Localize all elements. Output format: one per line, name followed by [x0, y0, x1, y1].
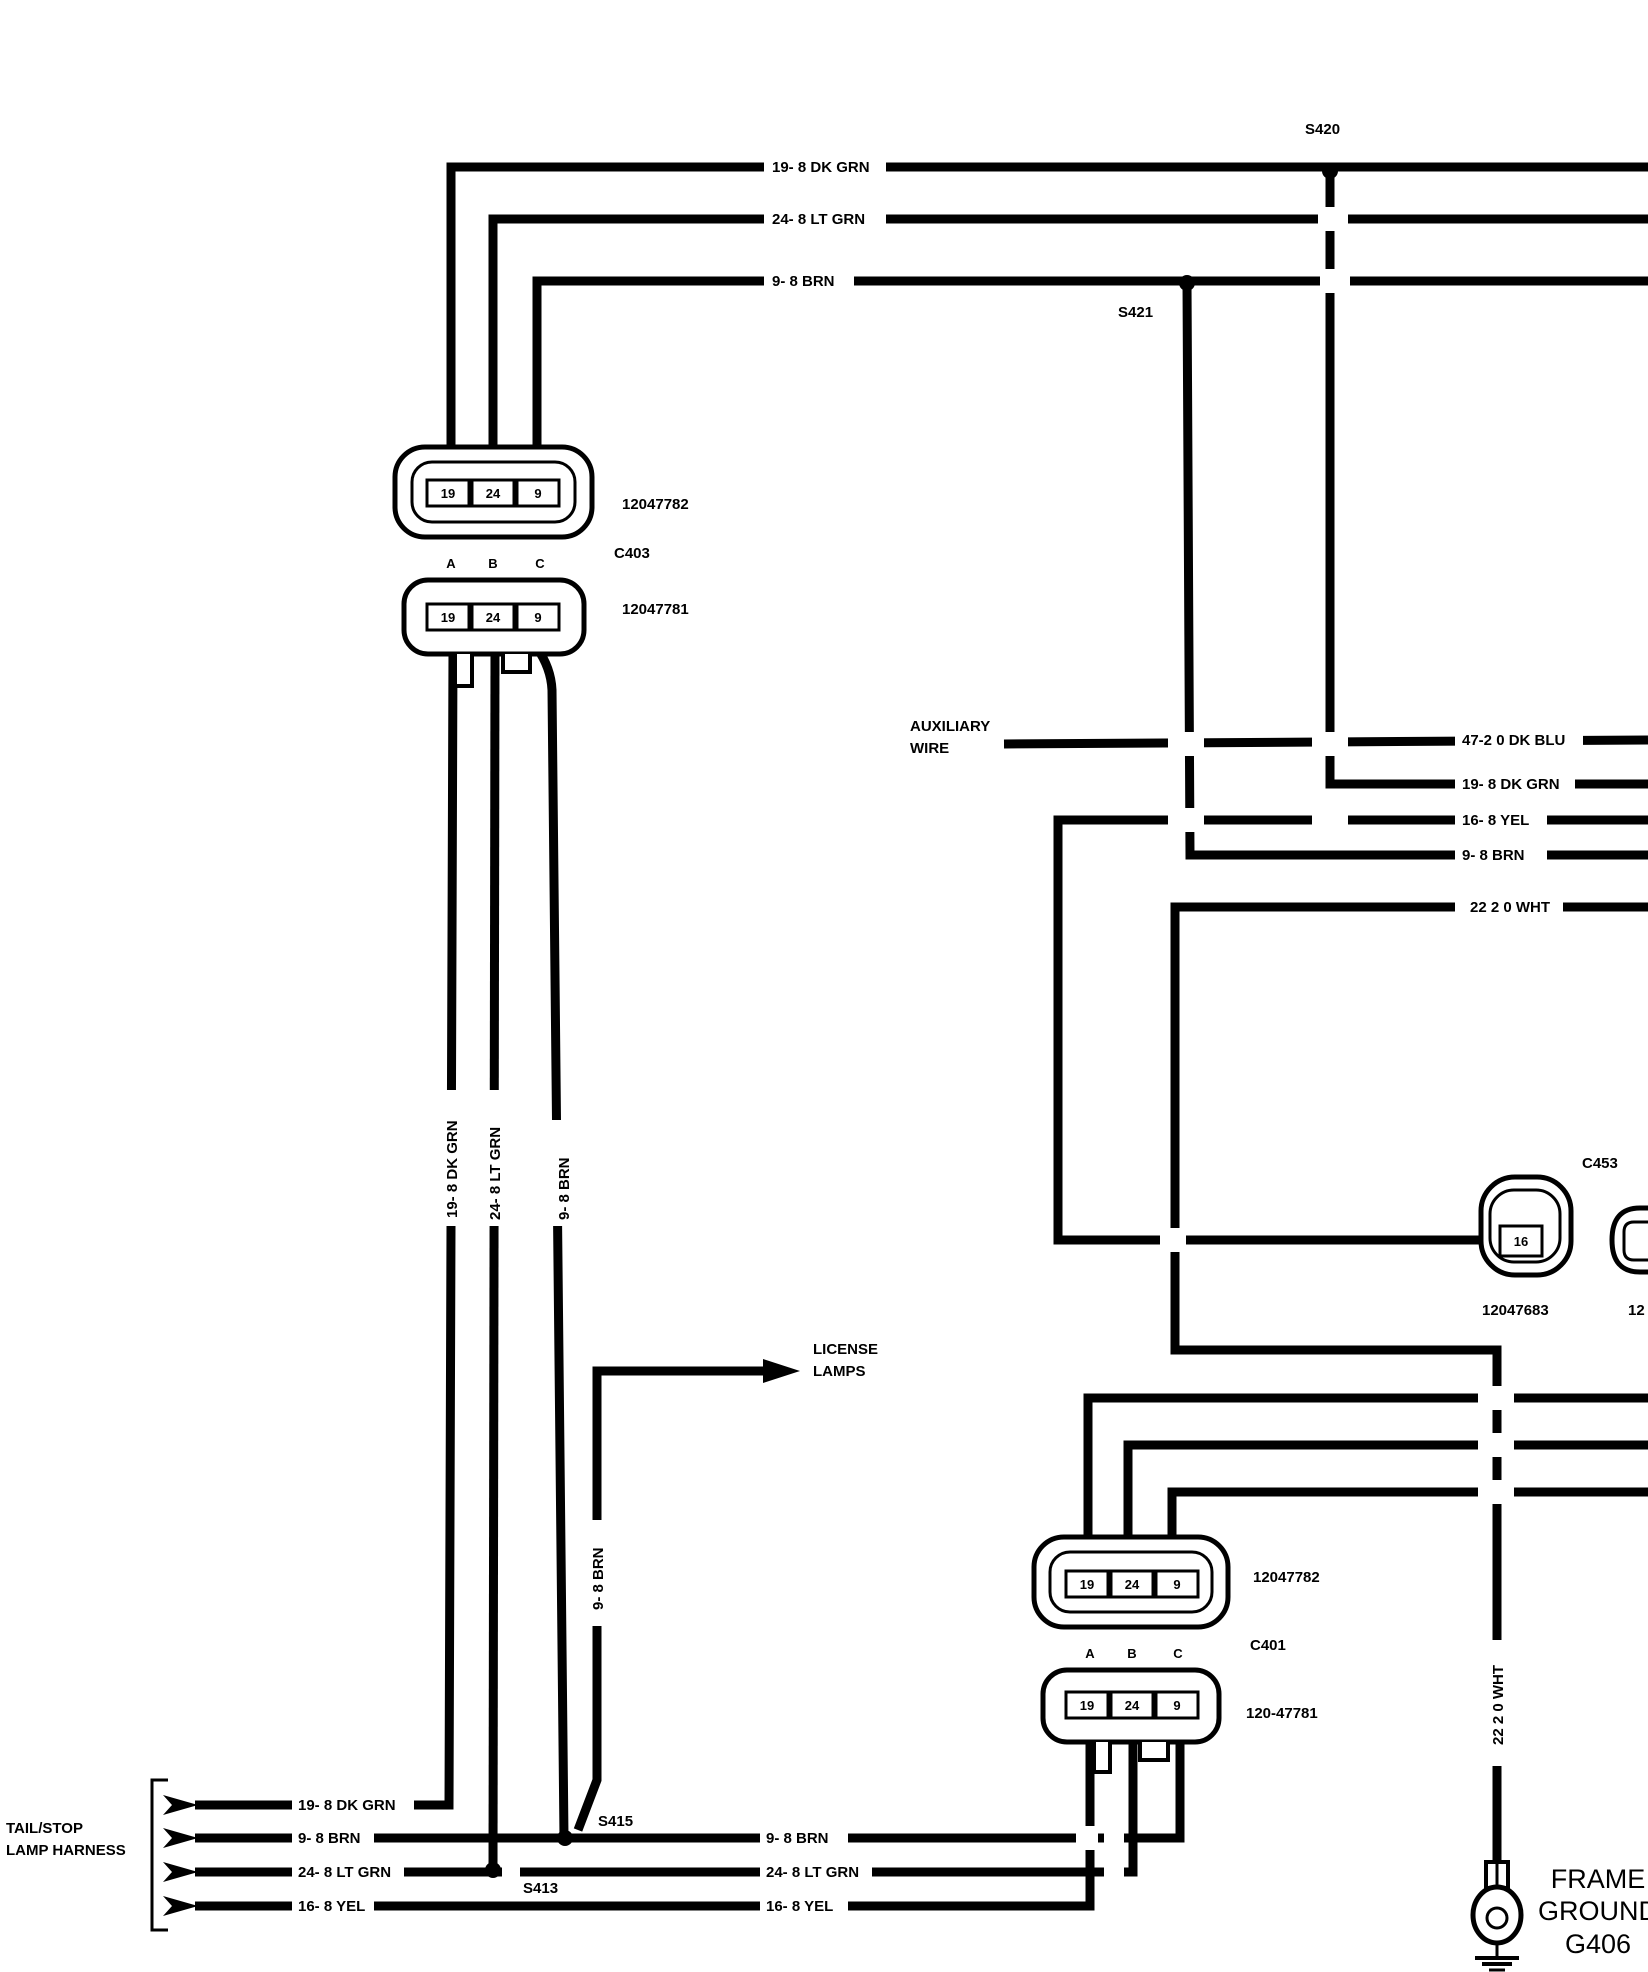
wire-label-vert-3: 9- 8 BRN [556, 1157, 573, 1220]
c403-upper-pin-b: 24 [486, 486, 501, 501]
connector-c453: 16 C453 12047683 12 [1478, 1155, 1648, 1319]
harness-wire-label-1: 19- 8 DK GRN [298, 1797, 396, 1814]
c401-upper-pin-c: 9 [1173, 1577, 1180, 1592]
wire-19-dk-grn-top [446, 162, 1648, 460]
c403-upper-part: 12047782 [622, 496, 689, 513]
wire-label-ground-vert: 22 2 0 WHT [1490, 1665, 1507, 1745]
auxiliary-wire-line-1: AUXILIARY [910, 718, 990, 735]
wire-label-vert-1: 19- 8 DK GRN [444, 1120, 461, 1218]
c401-cavity-b: B [1127, 1646, 1136, 1661]
wires [195, 162, 1648, 1911]
wire-label-bottom-1: 9- 8 BRN [766, 1830, 829, 1847]
harness-wire-label-2: 9- 8 BRN [298, 1830, 361, 1847]
wire-19-dk-grn-s420-drop [1325, 170, 1648, 789]
wire-22-wht [1170, 902, 1648, 1862]
wire-19-c401-top [1083, 1393, 1648, 1572]
harness-arrow-icon [163, 1862, 198, 1882]
wire-label-license-vert: 9- 8 BRN [590, 1547, 607, 1610]
splice-dots [485, 163, 1338, 1878]
c403-id: C403 [614, 545, 650, 562]
label-backgrounds [292, 150, 1583, 1918]
wire-9-c401-top [1167, 1487, 1648, 1572]
wire-label-top-3: 9- 8 BRN [772, 273, 835, 290]
wire-9-brn-top [532, 276, 1648, 460]
c403-cavity-a: A [446, 556, 456, 571]
c401-cavity-c: C [1173, 1646, 1183, 1661]
splice-s415-label: S415 [598, 1813, 633, 1830]
c403-upper-pin-a: 19 [441, 486, 455, 501]
connector-c403: 19 24 9 19 24 9 A B C C403 12047782 1204… [392, 444, 689, 688]
license-lamps-line-1: LICENSE [813, 1341, 878, 1358]
harness-arrows [163, 1795, 198, 1916]
wire-label-right-1: 47-2 0 DK BLU [1462, 732, 1565, 749]
wire-9-brn-harness [195, 1737, 1185, 1843]
splice-s420-dot [1322, 163, 1338, 179]
labels: S420 S421 S415 S413 19- 8 DK GRN 24- 8 L… [6, 121, 1565, 1915]
splice-s421-dot [1179, 275, 1195, 291]
wire-24-lt-grn-left [488, 647, 500, 1873]
harness-arrow-icon [163, 1828, 198, 1848]
harness-title-line-2: LAMP HARNESS [6, 1842, 126, 1859]
c401-id: C401 [1250, 1637, 1286, 1654]
wire-label-right-4: 9- 8 BRN [1462, 847, 1525, 864]
c403-cavity-b: B [488, 556, 497, 571]
c401-upper-part: 12047782 [1253, 1569, 1320, 1586]
c401-upper-pin-a: 19 [1080, 1577, 1094, 1592]
wire-9-brn-left [533, 645, 569, 1839]
splice-s415-dot [557, 1830, 573, 1846]
c401-lower-part: 120-47781 [1246, 1705, 1318, 1722]
wire-label-bottom-3: 16- 8 YEL [766, 1898, 833, 1915]
splice-s420-label: S420 [1305, 121, 1340, 138]
license-lamps-line-2: LAMPS [813, 1363, 866, 1380]
auxiliary-wire-line-2: WIRE [910, 740, 949, 757]
harness-wire-label-4: 16- 8 YEL [298, 1898, 365, 1915]
c403-upper-pin-c: 9 [534, 486, 541, 501]
harness-arrow-icon [163, 1795, 198, 1815]
c453-pin: 16 [1514, 1234, 1528, 1249]
wire-19-dk-grn-left [195, 647, 458, 1810]
wire-24-lt-grn-top [488, 214, 1648, 460]
wire-label-right-3: 16- 8 YEL [1462, 812, 1529, 829]
ground-line-3: G406 [1565, 1929, 1631, 1959]
c403-cavity-c: C [535, 556, 545, 571]
c403-lower-pin-b: 24 [486, 610, 501, 625]
c453-part: 12047683 [1482, 1302, 1549, 1319]
wire-16-yel-c453 [1053, 815, 1648, 1245]
harness-bracket [150, 1778, 168, 1932]
c401-cavity-a: A [1085, 1646, 1095, 1661]
ground-g406: FRAME GROUND G406 [1470, 1860, 1648, 1972]
ground-line-2: GROUND [1538, 1896, 1648, 1926]
c401-lower-pin-c: 9 [1173, 1698, 1180, 1713]
c453-id: C453 [1582, 1155, 1618, 1172]
wire-16-yel-harness [195, 1737, 1095, 1911]
c401-upper-pin-b: 24 [1125, 1577, 1140, 1592]
splice-s413-label: S413 [523, 1880, 558, 1897]
c403-lower-pin-a: 19 [441, 610, 455, 625]
splice-s413-dot [485, 1862, 501, 1878]
c401-lower-pin-b: 24 [1125, 1698, 1140, 1713]
connector-c401: 19 24 9 19 24 9 A B C C401 12047782 120-… [1031, 1534, 1320, 1774]
c403-lower-pin-c: 9 [534, 610, 541, 625]
c401-lower-pin-a: 19 [1080, 1698, 1094, 1713]
harness-wire-label-3: 24- 8 LT GRN [298, 1864, 391, 1881]
wire-label-top-2: 24- 8 LT GRN [772, 211, 865, 228]
license-arrow-icon [763, 1359, 800, 1383]
wire-label-vert-2: 24- 8 LT GRN [487, 1127, 504, 1220]
wire-24-c401-top [1123, 1440, 1648, 1572]
wire-label-top-1: 19- 8 DK GRN [772, 159, 870, 176]
wire-label-right-2: 19- 8 DK GRN [1462, 776, 1560, 793]
wire-label-bottom-2: 24- 8 LT GRN [766, 1864, 859, 1881]
splice-s421-label: S421 [1118, 304, 1153, 321]
c403-lower-part: 12047781 [622, 601, 689, 618]
wire-label-right-5: 22 2 0 WHT [1470, 899, 1550, 916]
c453-part-partial: 12 [1628, 1302, 1645, 1319]
harness-title-line-1: TAIL/STOP [6, 1820, 83, 1837]
wire-9-brn-s421-drop [1182, 282, 1648, 860]
harness-arrow-icon [163, 1896, 198, 1916]
ground-line-1: FRAME [1551, 1864, 1646, 1894]
